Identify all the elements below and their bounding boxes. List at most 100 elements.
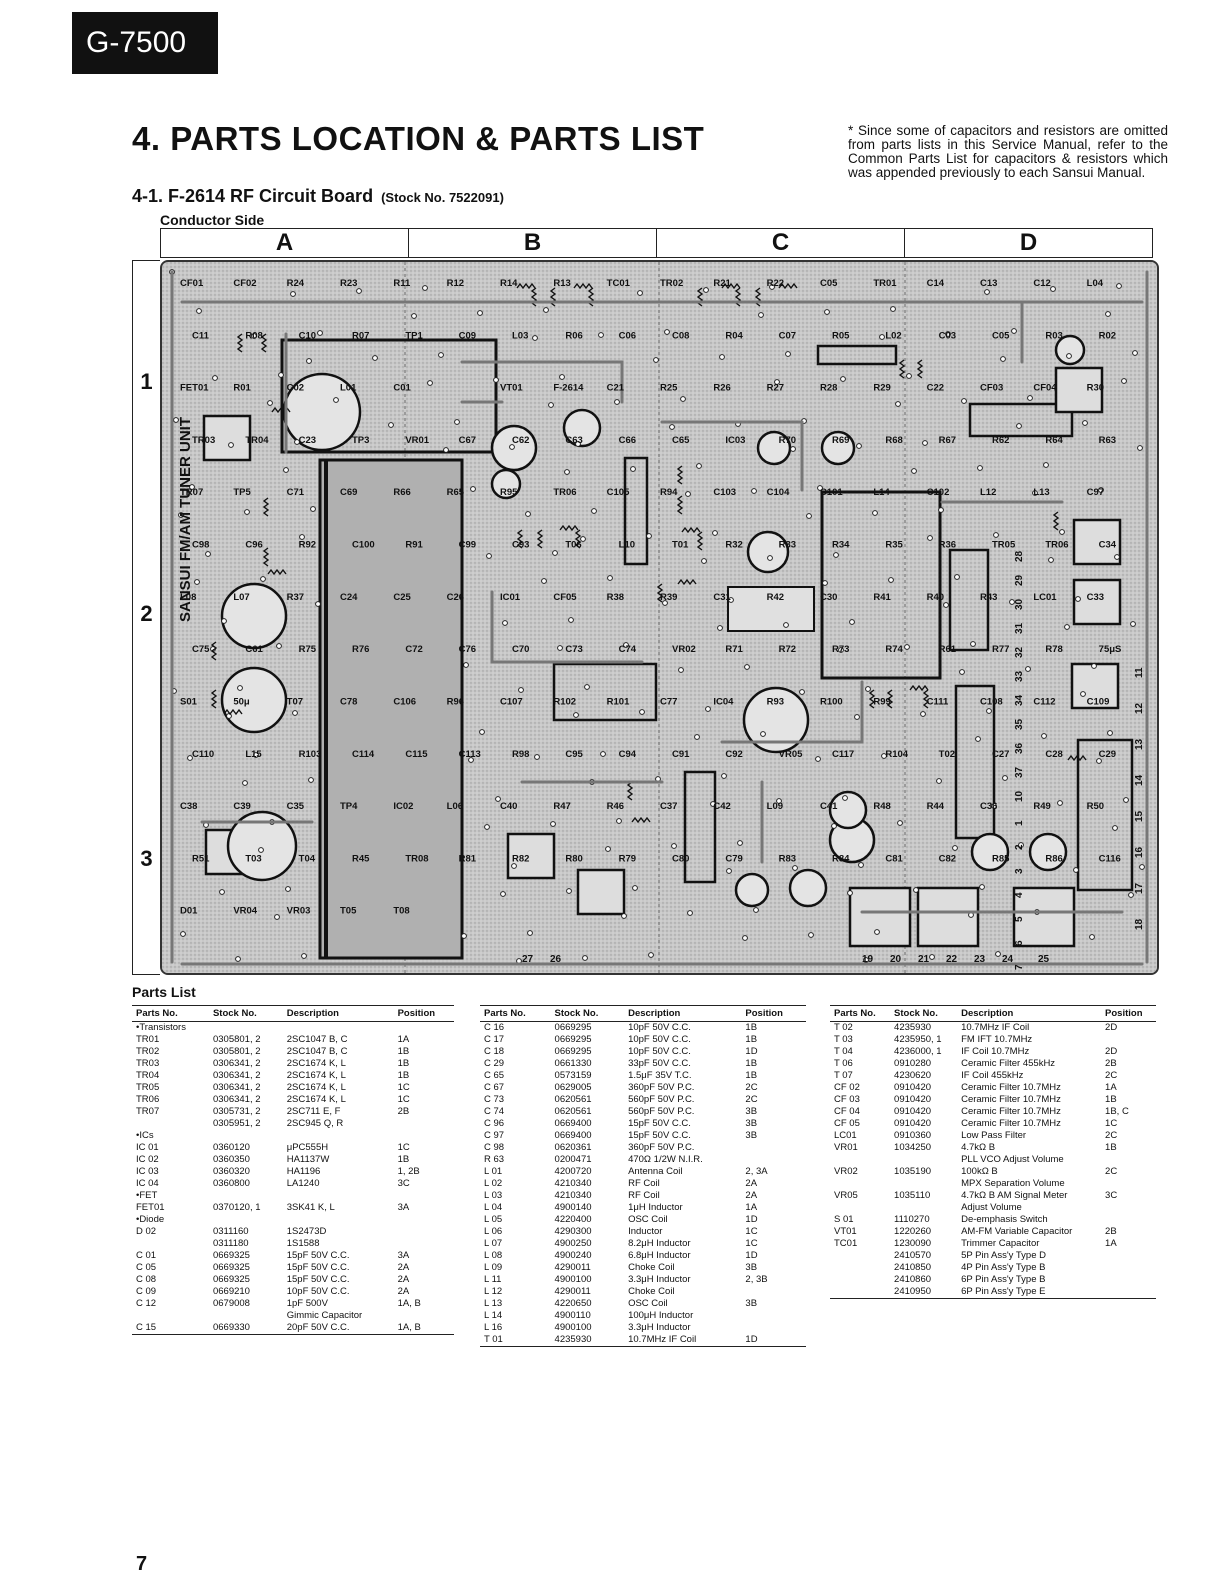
solder-pad bbox=[541, 578, 547, 584]
table-cell: 470Ω 1/2W N.I.R. bbox=[628, 1154, 703, 1165]
board-label: C110 bbox=[192, 749, 214, 760]
table-cell: TR03 bbox=[136, 1058, 160, 1069]
resistor-symbol bbox=[516, 282, 536, 290]
table-cell: OSC Coil bbox=[628, 1214, 668, 1225]
transformer-t02 bbox=[1054, 366, 1104, 414]
board-label: R77 bbox=[992, 644, 1009, 655]
board-label: C02 bbox=[287, 383, 304, 394]
board-label: T04 bbox=[299, 853, 316, 864]
board-label: F-2614 bbox=[553, 383, 584, 394]
board-label: R22 bbox=[767, 278, 784, 289]
resistor-symbol bbox=[886, 689, 894, 709]
table-cell bbox=[1101, 1034, 1156, 1046]
table-cell: 2410850 bbox=[894, 1262, 932, 1273]
solder-pad bbox=[1025, 666, 1031, 672]
board-label: R91 bbox=[405, 540, 423, 551]
table-cell: 0910420 bbox=[894, 1082, 932, 1093]
board-label: C61 bbox=[245, 644, 263, 655]
table-cell: 10pF 50V C.C. bbox=[628, 1034, 691, 1045]
table-cell: CF 04 bbox=[834, 1106, 860, 1117]
table-cell bbox=[1101, 1274, 1156, 1286]
board-label: R44 bbox=[927, 801, 945, 812]
solder-pad bbox=[961, 398, 967, 404]
board-label: R63 bbox=[1099, 435, 1116, 446]
solder-pad bbox=[1128, 892, 1134, 898]
board-label: C80 bbox=[672, 853, 689, 864]
board-label: C67 bbox=[459, 435, 476, 446]
pin-number: 27 bbox=[522, 954, 534, 965]
section-subtitle: 4-1. F-2614 RF Circuit Board bbox=[132, 186, 374, 206]
table-cell: 1A bbox=[397, 1034, 410, 1045]
table-cell: C 09 bbox=[136, 1286, 157, 1297]
table-cell: 3B bbox=[745, 1298, 758, 1309]
solder-pad bbox=[785, 351, 791, 357]
table-cell bbox=[830, 1202, 890, 1214]
table-cell: 3B bbox=[745, 1106, 758, 1117]
board-label: C06 bbox=[619, 330, 636, 341]
table-cell: L 01 bbox=[484, 1166, 503, 1177]
pin-number: 21 bbox=[918, 954, 930, 965]
board-label: C08 bbox=[672, 330, 689, 341]
table-cell: 1B bbox=[745, 1070, 758, 1081]
board-label: D01 bbox=[180, 906, 198, 917]
table-cell: IC 03 bbox=[136, 1166, 159, 1177]
trimmer-circle bbox=[562, 408, 602, 448]
resistor-symbol bbox=[262, 547, 270, 567]
table-cell: 0360350 bbox=[212, 1154, 250, 1165]
board-label: C22 bbox=[927, 383, 944, 394]
table-cell: 1A, B bbox=[397, 1298, 421, 1309]
board-label: C39 bbox=[233, 801, 250, 812]
table-row: MPX Separation Volume bbox=[830, 1178, 1156, 1190]
board-label: CF04 bbox=[1033, 383, 1057, 394]
resistor-symbol bbox=[898, 359, 906, 379]
board-label: R80 bbox=[565, 853, 582, 864]
table-cell: 2410950 bbox=[890, 1286, 958, 1299]
solder-pad bbox=[653, 357, 659, 363]
table-cell: 2C bbox=[1105, 1130, 1118, 1141]
table-cell: 1A, B bbox=[393, 1322, 454, 1335]
board-label: T05 bbox=[340, 906, 357, 917]
solder-pad bbox=[534, 754, 540, 760]
table-cell: VR01 bbox=[834, 1142, 858, 1153]
board-label: C73 bbox=[565, 644, 582, 655]
solder-pad bbox=[616, 818, 622, 824]
solder-pad bbox=[427, 380, 433, 386]
board-label: R35 bbox=[885, 540, 903, 551]
table-cell bbox=[394, 1190, 454, 1202]
table-cell: TR04 bbox=[136, 1070, 160, 1081]
board-label: C38 bbox=[180, 801, 197, 812]
resistor-symbol bbox=[868, 689, 876, 709]
table-cell: 1220260 bbox=[894, 1226, 932, 1237]
solder-pad bbox=[728, 597, 734, 603]
board-label: R28 bbox=[820, 383, 837, 394]
trimmer-circle bbox=[226, 810, 298, 882]
table-cell: 15pF 50V C.C. bbox=[286, 1250, 350, 1261]
solder-pad bbox=[274, 914, 280, 920]
table-cell: μPC555H bbox=[286, 1142, 329, 1153]
solder-pad bbox=[1027, 395, 1033, 401]
table-header: Position bbox=[393, 1005, 454, 1022]
solder-pad bbox=[858, 862, 864, 868]
table-cell: 4290011 bbox=[554, 1262, 591, 1273]
solder-pad bbox=[975, 736, 981, 742]
table-row: Adjust Volume bbox=[830, 1202, 1156, 1214]
solder-pad bbox=[1073, 867, 1079, 873]
solder-pad bbox=[678, 667, 684, 673]
solder-pad bbox=[306, 358, 312, 364]
solder-pad bbox=[575, 441, 581, 447]
trimmer-circle bbox=[742, 686, 810, 754]
solder-pad bbox=[292, 710, 298, 716]
board-label: R32 bbox=[725, 540, 742, 551]
table-cell: 3C bbox=[1105, 1190, 1118, 1201]
solder-pad bbox=[219, 889, 225, 895]
table-cell: 1035110 bbox=[894, 1190, 931, 1201]
solder-pad bbox=[278, 372, 284, 378]
table-cell bbox=[132, 1118, 209, 1130]
solder-pad bbox=[1114, 554, 1120, 560]
